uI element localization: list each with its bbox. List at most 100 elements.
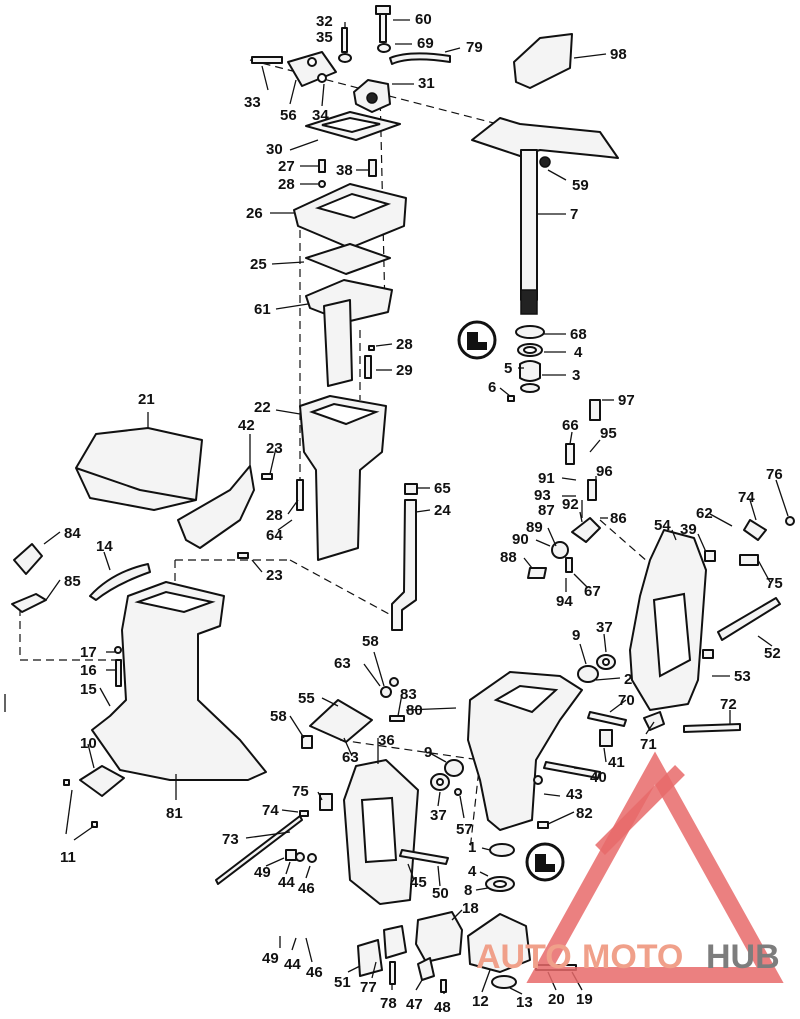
callout-41: 41 (608, 754, 625, 771)
callout-19: 19 (576, 991, 593, 1008)
callout-labels: 60 32 35 69 79 98 33 31 56 34 30 27 38 2… (60, 11, 783, 1016)
callout-74: 74 (262, 802, 279, 819)
callout-81: 81 (166, 805, 183, 822)
callout-17: 17 (80, 644, 97, 661)
callout-12: 12 (472, 993, 489, 1010)
callout-28: 28 (278, 176, 295, 193)
callout-39: 39 (680, 521, 697, 538)
callout-95: 95 (600, 425, 617, 442)
callout-20: 20 (548, 991, 565, 1008)
callout-65: 65 (434, 480, 451, 497)
callout-93: 93 (534, 487, 551, 504)
callout-59: 59 (572, 177, 589, 194)
callout-47: 47 (406, 996, 423, 1013)
callout-38: 38 (336, 162, 353, 179)
callout-78: 78 (380, 995, 397, 1012)
callout-79: 79 (466, 39, 483, 56)
callout-87: 87 (538, 502, 555, 519)
callout-92: 92 (562, 496, 579, 513)
callout-48: 48 (434, 999, 451, 1016)
callout-66: 66 (562, 417, 579, 434)
callout-14: 14 (96, 538, 113, 555)
callout-58: 58 (362, 633, 379, 650)
callout-44: 44 (278, 874, 295, 891)
callout-71: 71 (640, 736, 657, 753)
callout-15: 15 (80, 681, 97, 698)
callout-75: 75 (766, 575, 783, 592)
callout-36: 36 (378, 732, 395, 749)
callout-8: 8 (464, 882, 472, 899)
callout-11: 11 (60, 849, 76, 866)
callout-23: 23 (266, 440, 283, 457)
callout-97: 97 (618, 392, 635, 409)
callout-69: 69 (417, 35, 434, 52)
callout-46: 46 (298, 880, 315, 897)
part-group-lower-yoke (357, 843, 577, 993)
callout-18: 18 (462, 900, 479, 917)
callout-43: 43 (566, 786, 583, 803)
callout-44: 44 (284, 956, 301, 973)
callout-45: 45 (410, 874, 427, 891)
callout-28: 28 (396, 336, 413, 353)
callout-35: 35 (316, 29, 333, 46)
callout-86: 86 (610, 510, 627, 527)
callout-2: 2 (624, 671, 632, 688)
part-group-steering-arm (471, 33, 619, 315)
callout-67: 67 (584, 583, 601, 600)
callout-40: 40 (590, 769, 607, 786)
callout-24: 24 (434, 502, 451, 519)
callout-72: 72 (720, 696, 737, 713)
callout-22: 22 (254, 399, 271, 416)
part-group-tilt-lock (527, 399, 601, 579)
callout-56: 56 (280, 107, 297, 124)
watermark-text-moto: MOTO (582, 938, 683, 976)
part-group-upper-mount (293, 111, 407, 387)
part-group-stern-bracket-left (215, 677, 449, 905)
callout-50: 50 (432, 885, 449, 902)
lubricant-badge-icon (457, 320, 497, 360)
callout-76: 76 (766, 466, 783, 483)
callout-80: 80 (406, 702, 423, 719)
callout-82: 82 (576, 805, 593, 822)
callout-33: 33 (244, 94, 261, 111)
callout-9: 9 (424, 744, 432, 761)
callout-5: 5 (504, 360, 512, 377)
callout-37: 37 (430, 807, 447, 824)
automotohub-watermark: AUTO MOTO HUB (476, 751, 784, 983)
part-group-driveshaft-housing (63, 581, 267, 828)
part-group-upper-bushings (507, 325, 545, 402)
callout-91: 91 (538, 470, 555, 487)
callout-74: 74 (738, 489, 755, 506)
callout-77: 77 (360, 979, 377, 996)
lubricant-badge-icon (525, 842, 565, 882)
callout-16: 16 (80, 662, 97, 679)
callout-26: 26 (246, 205, 263, 222)
callout-21: 21 (138, 391, 155, 408)
callout-63: 63 (334, 655, 351, 672)
callout-6: 6 (488, 379, 496, 396)
callout-68: 68 (570, 326, 587, 343)
callout-52: 52 (764, 645, 781, 662)
callout-85: 85 (64, 573, 81, 590)
callout-7: 7 (570, 206, 578, 223)
callout-13: 13 (516, 994, 533, 1011)
callout-27: 27 (278, 158, 295, 175)
watermark-triangle-icon (526, 751, 784, 983)
callout-4: 4 (468, 863, 477, 880)
callout-42: 42 (238, 417, 255, 434)
callout-49: 49 (262, 950, 279, 967)
callout-94: 94 (556, 593, 573, 610)
callout-54: 54 (654, 517, 671, 534)
callout-75: 75 (292, 783, 309, 800)
callout-46: 46 (306, 964, 323, 981)
callout-88: 88 (500, 549, 517, 566)
callout-30: 30 (266, 141, 283, 158)
callout-25: 25 (250, 256, 267, 273)
callout-31: 31 (418, 75, 435, 92)
callout-34: 34 (312, 107, 329, 124)
callout-89: 89 (526, 519, 543, 536)
callout-1: 1 (468, 839, 476, 856)
callout-62: 62 (696, 505, 713, 522)
callout-51: 51 (334, 974, 351, 991)
